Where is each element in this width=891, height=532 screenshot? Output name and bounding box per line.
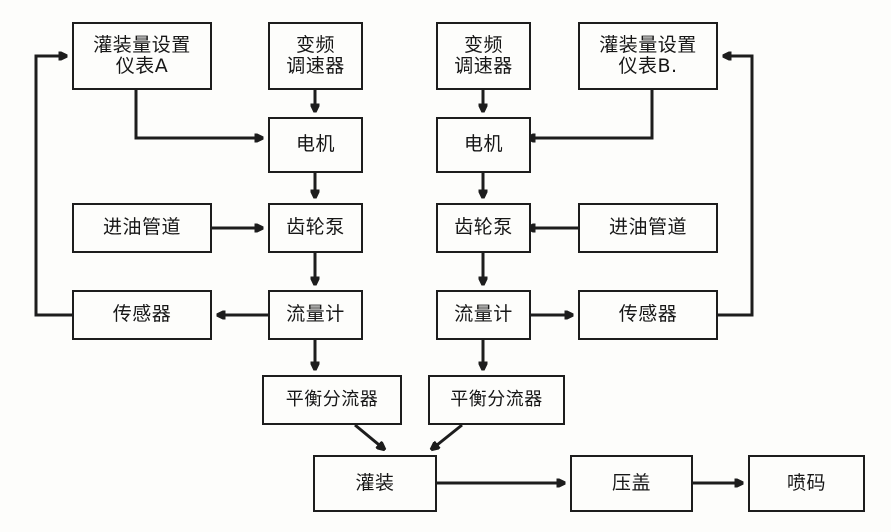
node-divider-left[interactable]: 平衡分流器 xyxy=(262,375,402,425)
node-oil-inlet-right[interactable]: 进油管道 xyxy=(578,203,718,253)
node-gear-pump-left[interactable]: 齿轮泵 xyxy=(268,203,363,253)
edge-divider-right-to-filling xyxy=(432,423,463,449)
node-gear-pump-right[interactable]: 齿轮泵 xyxy=(436,203,531,253)
node-oil-inlet-left[interactable]: 进油管道 xyxy=(72,203,212,253)
node-coding[interactable]: 喷码 xyxy=(748,455,865,512)
edge-sensor-left-feedback-to-set-meter-a xyxy=(34,56,72,317)
edge-set-meter-b-to-motor-right xyxy=(528,90,654,138)
edge-divider-left-to-filling xyxy=(354,423,384,449)
node-filling[interactable]: 灌装 xyxy=(313,455,437,512)
node-set-meter-a[interactable]: 灌装量设置 仪表A xyxy=(72,22,212,90)
edge-sensor-right-feedback-to-set-meter-b xyxy=(718,56,754,317)
node-divider-right[interactable]: 平衡分流器 xyxy=(428,375,565,425)
node-set-meter-b[interactable]: 灌装量设置 仪表B. xyxy=(578,22,718,90)
edge-set-meter-a-to-motor-left xyxy=(134,90,262,138)
node-flow-meter-right[interactable]: 流量计 xyxy=(436,290,531,340)
node-flow-meter-left[interactable]: 流量计 xyxy=(268,290,363,340)
node-motor-left[interactable]: 电机 xyxy=(268,117,363,173)
node-sensor-right[interactable]: 传感器 xyxy=(578,290,718,340)
node-motor-right[interactable]: 电机 xyxy=(436,117,531,173)
node-vfd-right[interactable]: 变频 调速器 xyxy=(436,22,531,90)
node-capping[interactable]: 压盖 xyxy=(570,455,693,512)
node-sensor-left[interactable]: 传感器 xyxy=(72,290,212,340)
node-vfd-left[interactable]: 变频 调速器 xyxy=(268,22,363,90)
